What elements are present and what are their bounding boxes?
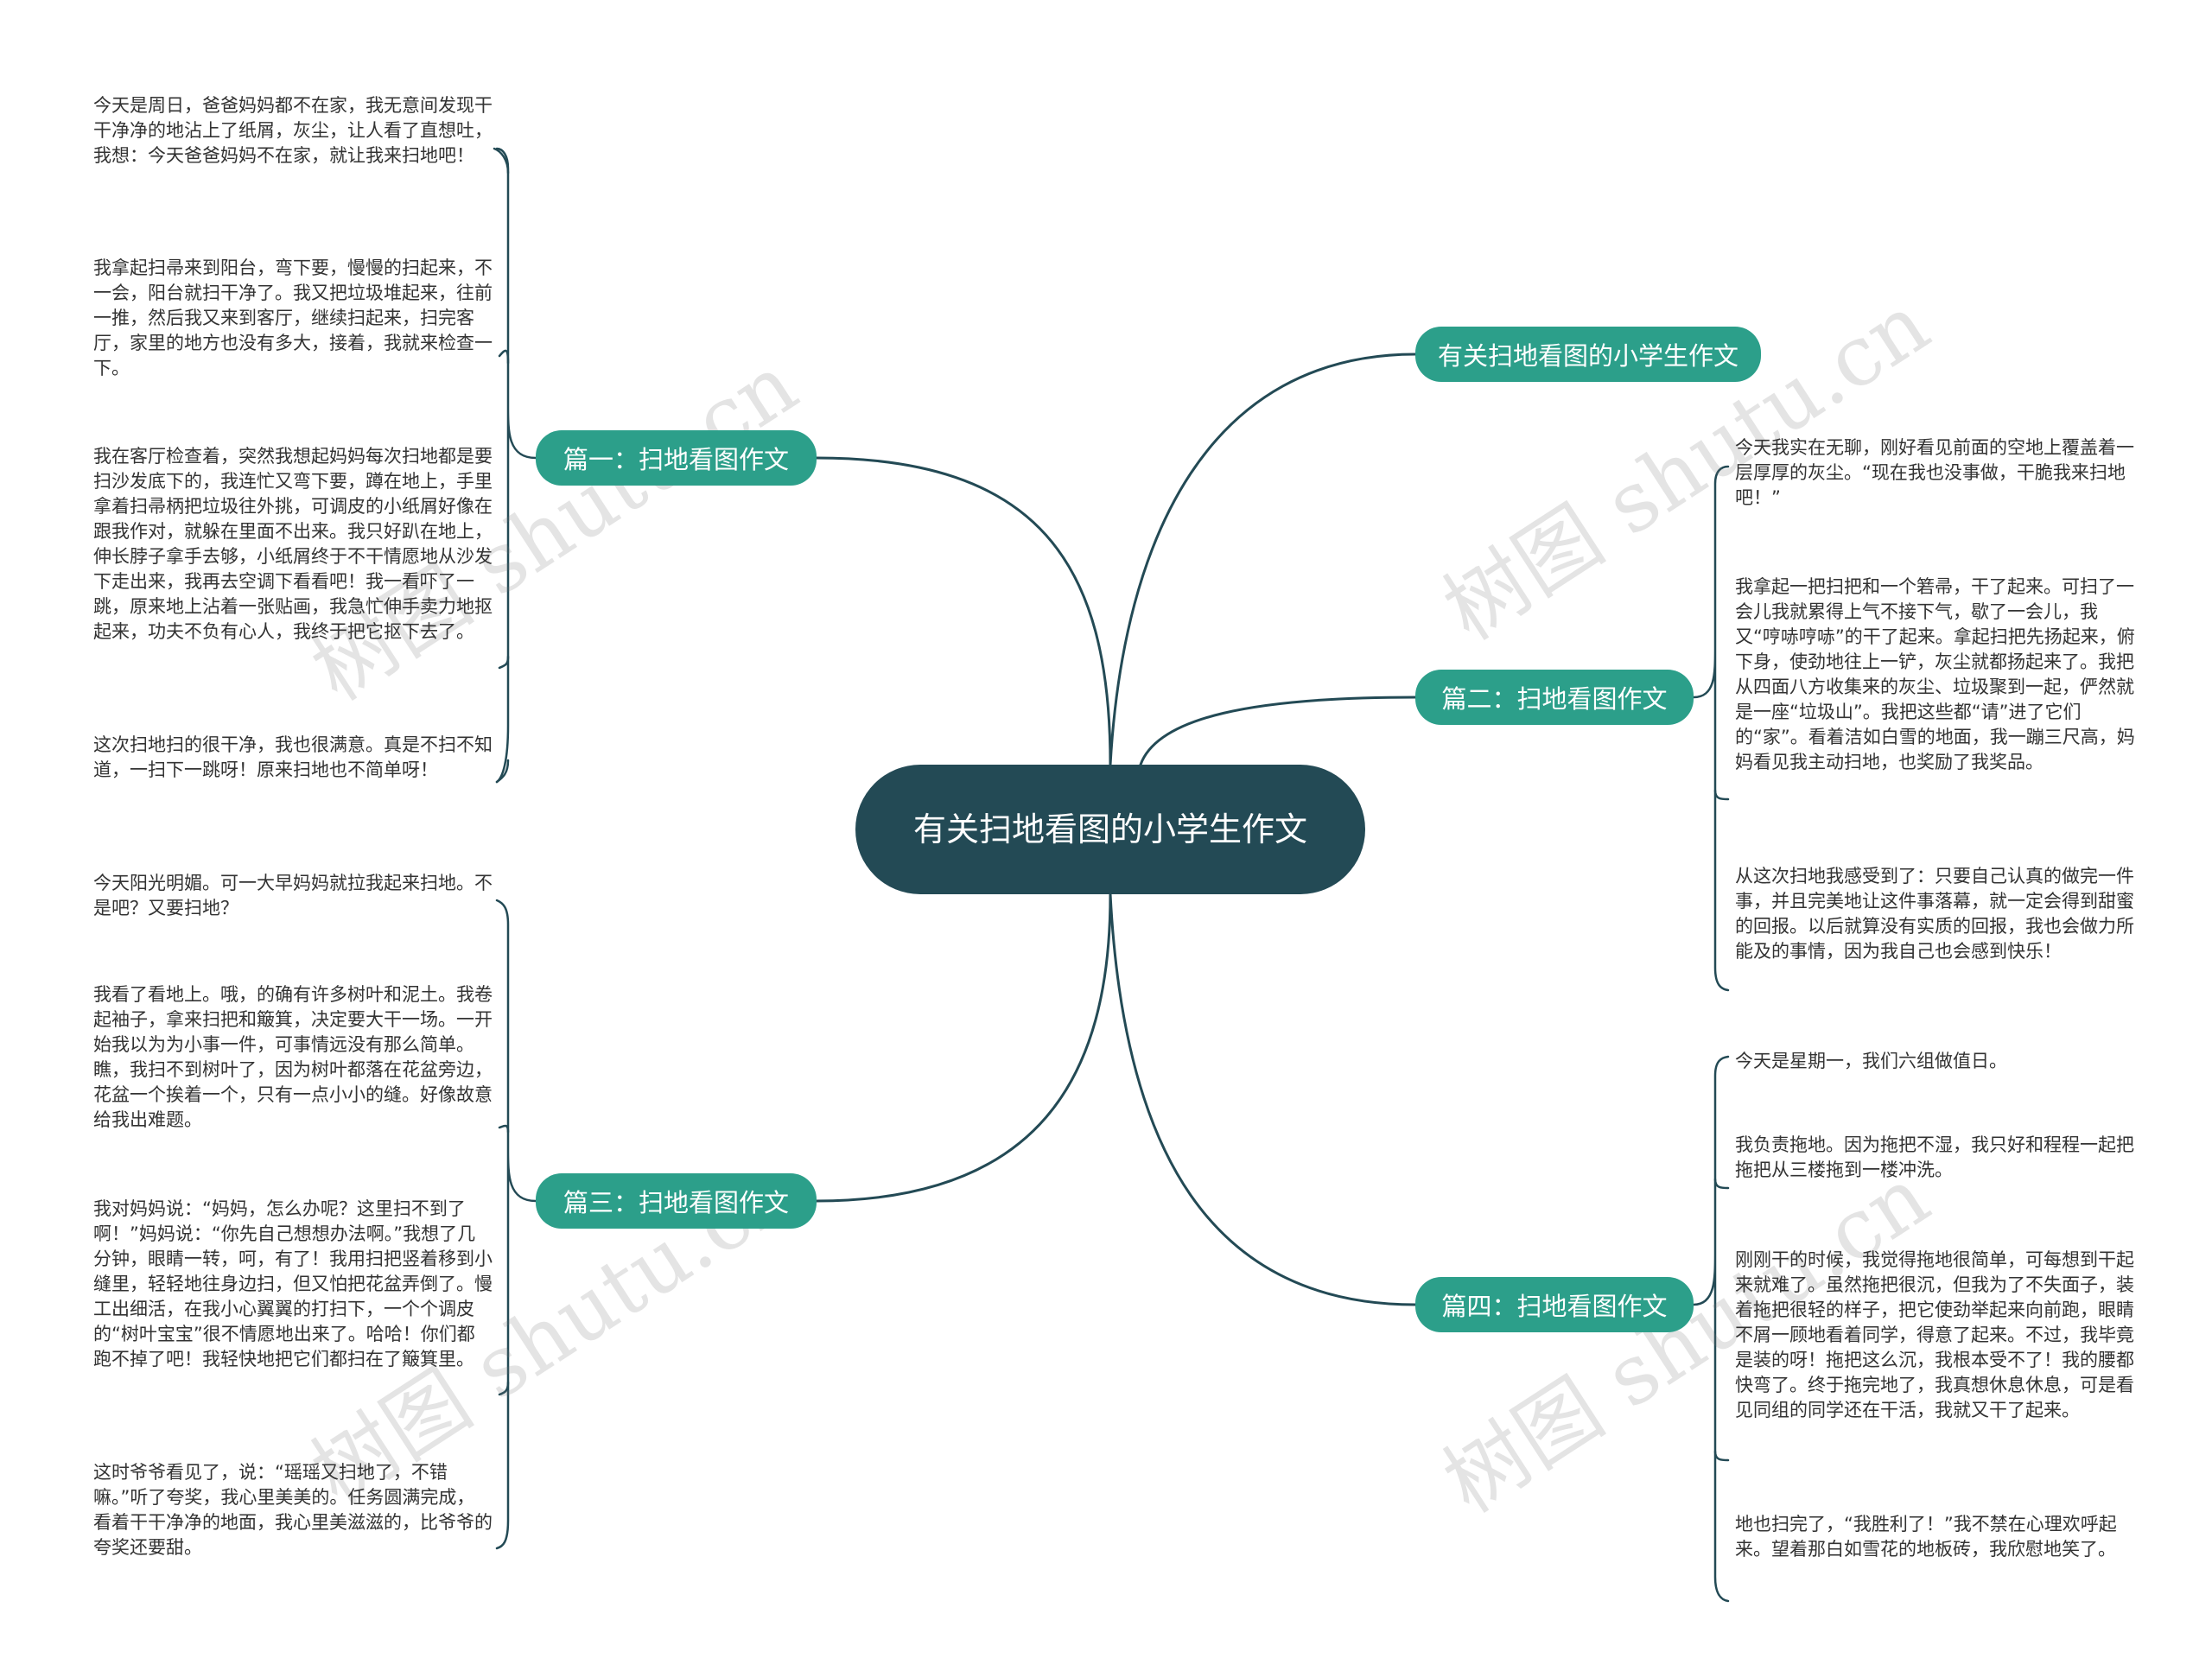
link-root-branch-top — [1109, 353, 1417, 766]
leaf-text: 我负责拖地。因为拖把不湿，我只好和程程一起把拖把从三楼拖到一楼冲洗。 — [1735, 1134, 2134, 1180]
leaf-tick-3-3 — [498, 1381, 510, 1396]
leaf-tick-1-3 — [498, 655, 510, 670]
leaf-text: 今天我实在无聊，刚好看见前面的空地上覆盖着一层厚厚的灰尘。“现在我也没事做，干脆… — [1735, 437, 2134, 508]
leaf-tick-3-2 — [498, 1124, 510, 1134]
link-root-branch-3 — [815, 893, 1112, 1203]
bracket-branch-2 — [1692, 465, 1730, 992]
branch-topic[interactable]: 篇三：扫地看图作文 — [536, 1173, 817, 1229]
leaf-text: 我拿起一把扫把和一个箬帚，干了起来。可扫了一会儿我就累得上气不接下气，歇了一会儿… — [1735, 576, 2135, 772]
leaf-tick-1-2 — [498, 349, 510, 365]
leaf-text: 刚刚干的时候，我觉得拖地很简单，可每想到干起来就难了。虽然拖把很沉，但我为了不失… — [1735, 1249, 2134, 1420]
leaf-text: 今天是星期一，我们六组做值日。 — [1735, 1051, 2007, 1071]
leaf-tick-1-1 — [493, 147, 510, 175]
leaf-tick-2-2 — [1713, 789, 1730, 801]
leaf-text: 这次扫地扫的很干净，我也很满意。真是不扫不知道，一扫下一跳呀！原来扫地也不简单呀… — [93, 734, 493, 780]
bracket-branch-4 — [1692, 1055, 1730, 1603]
root-topic[interactable]: 有关扫地看图的小学生作文 — [855, 765, 1365, 894]
leaf-tick-4-2 — [1713, 1178, 1730, 1190]
leaf-text: 今天阳光明媚。可一大早妈妈就拉我起来扫地。不是吧？又要扫地？ — [93, 873, 493, 918]
leaf-tick-4-3 — [1713, 1450, 1730, 1462]
leaf-tick-1-4 — [495, 759, 510, 784]
branch-topic[interactable]: 篇一：扫地看图作文 — [536, 430, 817, 486]
link-root-branch-1 — [815, 456, 1112, 766]
link-root-branch-2 — [1139, 696, 1417, 766]
branch-topic[interactable]: 有关扫地看图的小学生作文 — [1415, 327, 1761, 382]
bracket-branch-3 — [495, 899, 537, 1550]
branch-topic[interactable]: 篇四：扫地看图作文 — [1415, 1277, 1694, 1332]
bracket-branch-1 — [495, 147, 537, 784]
leaf-text: 我看了看地上。哦，的确有许多树叶和泥土。我卷起袖子，拿来扫把和簸箕，决定要大干一… — [93, 984, 493, 1130]
branch-topic[interactable]: 篇二：扫地看图作文 — [1415, 670, 1694, 725]
leaf-text: 今天是周日，爸爸妈妈都不在家，我无意间发现干干净净的地沾上了纸屑，灰尘，让人看了… — [93, 95, 493, 166]
leaf-text: 我拿起扫帚来到阳台，弯下要，慢慢的扫起来，不一会，阳台就扫干净了。我又把垃圾堆起… — [93, 257, 493, 378]
leaf-text: 从这次扫地我感受到了：只要自己认真的做完一件事，并且完美地让这件事落幕，就一定会… — [1735, 866, 2134, 962]
leaf-text: 地也扫完了，“我胜利了！”我不禁在心理欢呼起来。望着那白如雪花的地板砖，我欣慰地… — [1735, 1514, 2117, 1560]
leaf-text: 这时爷爷看见了，说：“瑶瑶又扫地了，不错嘛。”听了夸奖，我心里美美的。任务圆满完… — [93, 1462, 493, 1558]
leaf-text: 我对妈妈说：“妈妈，怎么办呢？这里扫不到了啊！”妈妈说：“你先自己想想办法啊。”… — [93, 1198, 493, 1369]
link-root-branch-4 — [1109, 893, 1417, 1306]
leaf-text: 我在客厅检查着，突然我想起妈妈每次扫地都是要扫沙发底下的，我连忙又弯下要，蹲在地… — [93, 446, 493, 642]
